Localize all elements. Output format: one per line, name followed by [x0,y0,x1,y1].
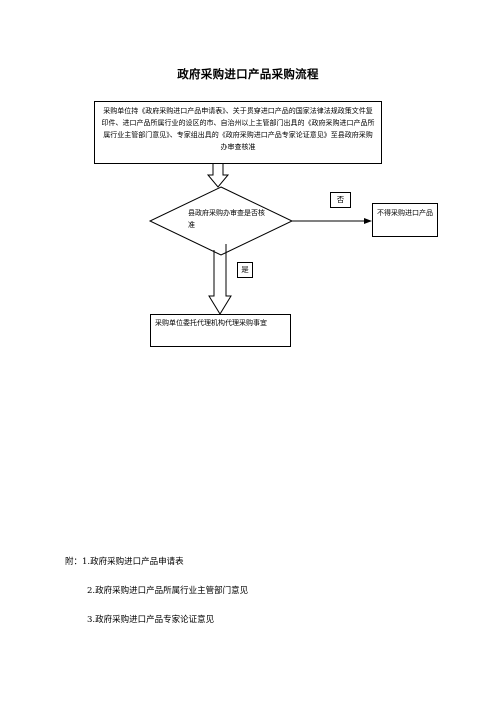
decision-label: 县政府采购办审查是否核准 [188,209,265,229]
attachment-item-3: 3.政府采购进口产品专家论证意见 [87,615,215,625]
attachment-item-2: 2.政府采购进口产品所属行业主管部门意见 [87,586,249,596]
arrow-down-to-decision [206,164,230,188]
attachment-item-1: 附：1.政府采购进口产品申请表 [65,557,184,567]
arrow-no-head [364,218,372,224]
page-title: 政府采购进口产品采购流程 [177,67,319,81]
entrust-agency-box: 采购单位委托代理机构代理采购事宜 [150,314,291,347]
submit-application-box: 采购单位持《政府采购进口产品申请表》、关于贯穿进口产品的国家法律法规政策文件复印… [94,101,382,164]
no-label: 否 [330,192,351,208]
decision-diamond [148,186,294,256]
yes-label: 是 [237,262,253,278]
reject-box: 不得采购进口产品 [372,203,438,237]
